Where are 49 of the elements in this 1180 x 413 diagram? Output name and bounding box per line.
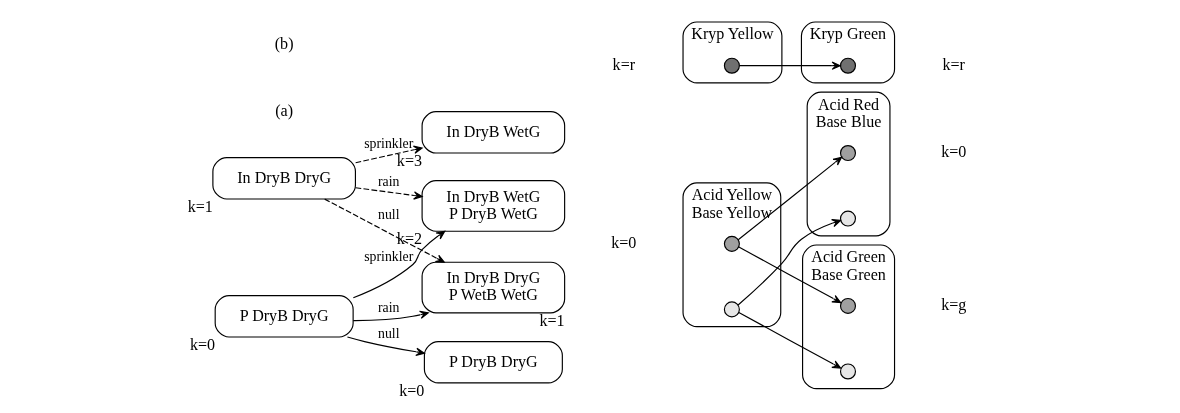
node-box: P DryB DryG xyxy=(214,295,354,338)
edge-label: null xyxy=(377,207,399,223)
cluster: Acid Yellow Base Yellow xyxy=(681,182,781,328)
label: (b) xyxy=(274,35,294,53)
node-circle xyxy=(839,297,856,314)
arrow xyxy=(352,230,445,299)
node-box: In DryB DryG xyxy=(211,157,356,200)
node-label: k=0 xyxy=(940,143,966,161)
arrow xyxy=(323,198,445,263)
arrow xyxy=(737,219,841,306)
node-circle xyxy=(839,145,856,162)
arrow xyxy=(354,145,423,164)
edge-label: rain xyxy=(377,173,399,189)
arrow xyxy=(738,61,841,70)
label: (a) xyxy=(274,101,293,119)
node-label: k=3 xyxy=(396,151,422,169)
node-label: k=1 xyxy=(187,197,213,215)
node-label: k=2 xyxy=(396,230,422,248)
edge-label: rain xyxy=(377,300,399,316)
node-box: In DryB DryG P WetB WetG xyxy=(421,261,565,314)
node-label: k=g xyxy=(940,296,966,314)
arrow xyxy=(354,187,423,200)
edge-label: sprinkler xyxy=(363,135,413,151)
arrow xyxy=(352,310,429,322)
edge-label: sprinkler xyxy=(363,248,413,264)
node-circle xyxy=(839,210,856,227)
cluster: Kryp Green xyxy=(800,21,895,84)
node-circle xyxy=(723,235,740,252)
node-label: k=r xyxy=(942,55,965,73)
node-label: k=0 xyxy=(610,234,636,252)
arrow xyxy=(737,156,842,241)
node-box: In DryB WetG xyxy=(421,111,565,154)
cluster: Acid Green Base Green xyxy=(801,244,895,390)
cluster: Acid Red Base Blue xyxy=(806,91,891,237)
node-box: In DryB WetG P DryB WetG xyxy=(421,180,565,232)
node-circle xyxy=(839,363,856,380)
node-label: k=0 xyxy=(189,335,215,353)
cluster: Kryp Yellow xyxy=(681,21,782,84)
node-label: k=0 xyxy=(398,381,424,399)
arrow xyxy=(737,246,841,304)
arrow xyxy=(346,336,425,356)
node-label: k=r xyxy=(612,55,635,73)
node-circle xyxy=(723,301,740,318)
arrow xyxy=(737,311,841,369)
node-box: P DryB DryG xyxy=(423,341,563,384)
edge-label: null xyxy=(377,325,399,341)
node-label: k=1 xyxy=(538,311,565,329)
node-circle xyxy=(723,57,740,74)
node-circle xyxy=(839,57,856,74)
